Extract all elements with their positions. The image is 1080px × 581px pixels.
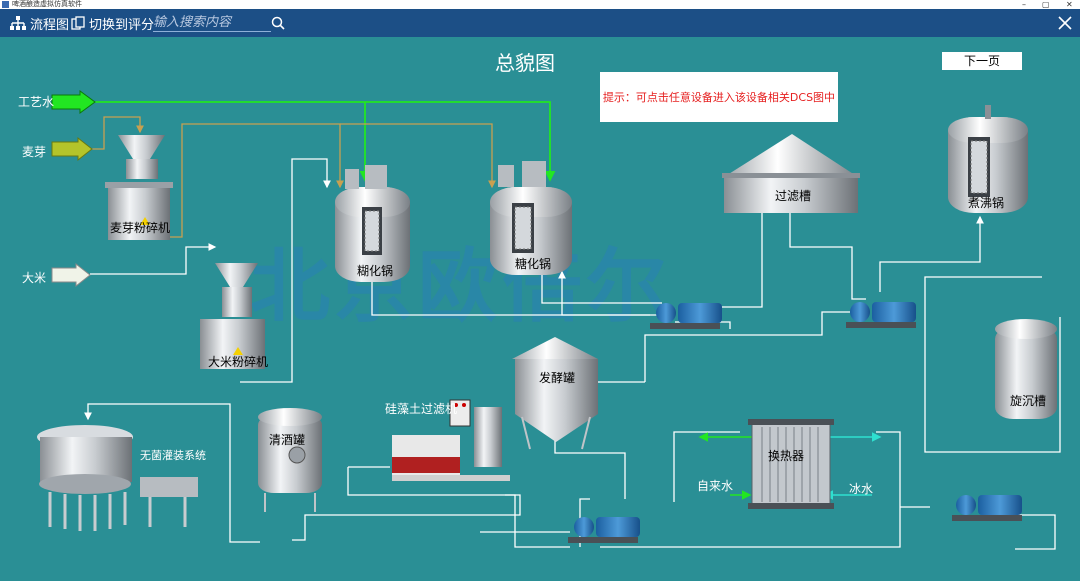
boil-kettle-label[interactable]: 煮沸锅 [968,196,1005,210]
fermenter-label[interactable]: 发酵罐 [539,371,576,385]
lauter-tun[interactable] [722,134,860,213]
lauter-tun-label[interactable]: 过滤槽 [775,189,812,203]
boil-kettle[interactable] [948,105,1028,213]
flowchart-button[interactable]: 流程图 [10,9,69,37]
window-titlebar: 啤酒酿造虚拟仿真软件 – ▢ ✕ [0,0,1080,9]
gelatinization-tank-label[interactable]: 糊化锅 [357,264,394,278]
fermenter[interactable] [512,337,598,450]
close-icon[interactable] [1058,16,1072,30]
malt-mill-label[interactable]: 麦芽粉碎机 [110,221,171,235]
aseptic-filling-label[interactable]: 无菌灌装系统 [140,449,206,462]
process-water-inlet-arrow [51,90,96,114]
whirlpool-label[interactable]: 旋沉槽 [1010,394,1047,408]
toolbar: 流程图 切换到评分 [0,9,1080,37]
aseptic-filling-system[interactable] [37,425,198,531]
app-icon [2,1,9,8]
search-icon[interactable] [271,16,285,30]
switch-to-scoring-button[interactable]: 切换到评分 [71,9,154,37]
maximize-button[interactable]: ▢ [1042,0,1050,9]
process-water-label: 工艺水 [18,95,55,109]
minimize-button[interactable]: – [1022,0,1026,9]
whirlpool-tank[interactable] [995,319,1057,419]
pump-2[interactable] [846,302,916,328]
bright-beer-tank-label[interactable]: 清酒罐 [269,433,306,447]
malt-lines [90,116,496,238]
search-input[interactable] [153,14,271,32]
ice-water-label: 冰水 [849,482,874,496]
heat-exchanger[interactable] [748,419,834,509]
page-title: 总貌图 [495,51,555,75]
next-page-button[interactable]: 下一页 [942,52,1022,70]
exchanger-arrows [698,432,882,500]
pump-4[interactable] [952,495,1022,521]
gelatinization-tank[interactable] [335,165,410,282]
process-water-lines [95,101,556,182]
malt-inlet-arrow [51,136,93,162]
pump-3[interactable] [568,517,640,543]
saccharification-tank-label[interactable]: 糖化锅 [515,257,552,271]
hint-box: 提示：可点击任意设备进入该设备相关DCS图中 [600,72,838,122]
bright-beer-tank[interactable] [258,408,322,512]
rice-mill-label[interactable]: 大米粉碎机 [208,355,269,369]
process-overview-canvas: 北京欧倍尔 [0,37,1080,581]
malt-label: 麦芽 [22,145,47,159]
pump-1[interactable] [650,303,722,329]
window-title: 啤酒酿造虚拟仿真软件 [12,0,82,8]
rice-inlet-arrow [51,262,91,288]
saccharification-tank[interactable] [490,161,572,275]
copy-icon [71,16,85,30]
tap-water-label: 自来水 [697,479,734,493]
rice-mill[interactable] [200,263,265,369]
malt-mill[interactable] [105,135,173,240]
rice-label: 大米 [22,271,47,285]
sitemap-icon [10,16,26,30]
window-close-button[interactable]: ✕ [1066,0,1073,9]
heat-exchanger-label[interactable]: 换热器 [768,449,805,463]
flow-diagram [37,90,1061,550]
diatomite-filter[interactable] [392,399,510,481]
flowchart-label: 流程图 [30,17,70,33]
switch-to-scoring-label: 切换到评分 [89,17,155,33]
diatomite-filter-label[interactable]: 硅藻土过滤机 [385,402,458,416]
